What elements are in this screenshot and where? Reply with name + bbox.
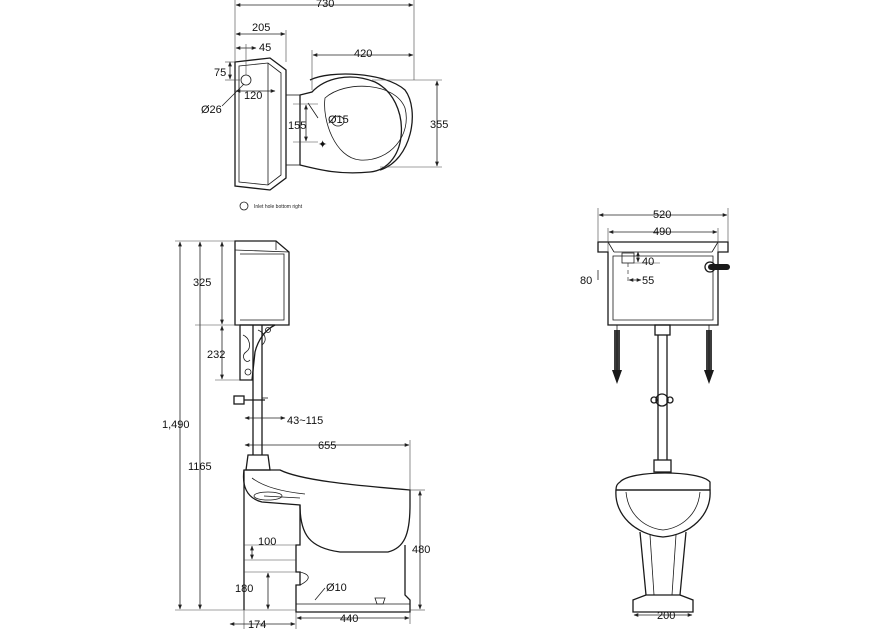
inlet-hole-icon — [240, 74, 252, 86]
dim-43-115: 43~115 — [287, 415, 323, 427]
dim-45: 45 — [259, 42, 271, 54]
inlet-note: Inlet hole bottom right — [254, 204, 303, 210]
front-cistern — [597, 241, 730, 326]
dim-1490: 1,490 — [162, 419, 190, 431]
dim-730: 730 — [316, 0, 334, 10]
dim-232: 232 — [207, 349, 225, 361]
flush-lever-icon — [708, 264, 730, 270]
dim-420: 420 — [354, 48, 372, 60]
legend-circle-icon — [239, 201, 249, 211]
front-pipe — [650, 324, 674, 473]
dim-155: 155 — [288, 120, 306, 132]
dim-55: 55 — [642, 275, 654, 287]
dim-100: 100 — [258, 536, 276, 548]
dim-o15: Ø15 — [328, 114, 349, 126]
dim-174: 174 — [248, 619, 266, 629]
side-cistern — [234, 240, 290, 326]
pull-chains — [612, 325, 714, 384]
dim-o26: Ø26 — [201, 104, 222, 116]
dim-200: 200 — [657, 610, 675, 622]
dim-1165: 1165 — [188, 461, 212, 473]
side-view: 1,490 1165 325 232 43~115 655 480 100 18… — [162, 240, 430, 629]
dim-75: 75 — [214, 67, 226, 79]
side-pan — [242, 469, 411, 613]
dim-355: 355 — [430, 119, 448, 131]
plan-pan: ✦ — [299, 73, 413, 174]
dim-490: 490 — [653, 226, 671, 238]
dim-40: 40 — [642, 256, 654, 268]
front-view: 520 490 40 80 55 200 — [580, 208, 730, 622]
plan-view: ✦ 730 205 45 75 120 Ø26 420 355 155 Ø15 — [201, 0, 448, 211]
fixing-hole-icon — [331, 115, 345, 127]
dim-180: 180 — [235, 583, 253, 595]
dim-80: 80 — [580, 275, 592, 287]
dim-655: 655 — [318, 440, 336, 452]
dim-520: 520 — [653, 209, 671, 221]
front-pan — [615, 472, 711, 613]
dim-440: 440 — [340, 613, 358, 625]
dim-480: 480 — [412, 544, 430, 556]
svg-text:✦: ✦ — [318, 139, 327, 151]
plan-cistern — [234, 57, 300, 191]
dim-205: 205 — [252, 22, 270, 34]
side-bracket — [239, 324, 276, 381]
dim-325: 325 — [193, 277, 211, 289]
dim-o10: Ø10 — [326, 582, 347, 594]
dim-120: 120 — [244, 90, 262, 102]
